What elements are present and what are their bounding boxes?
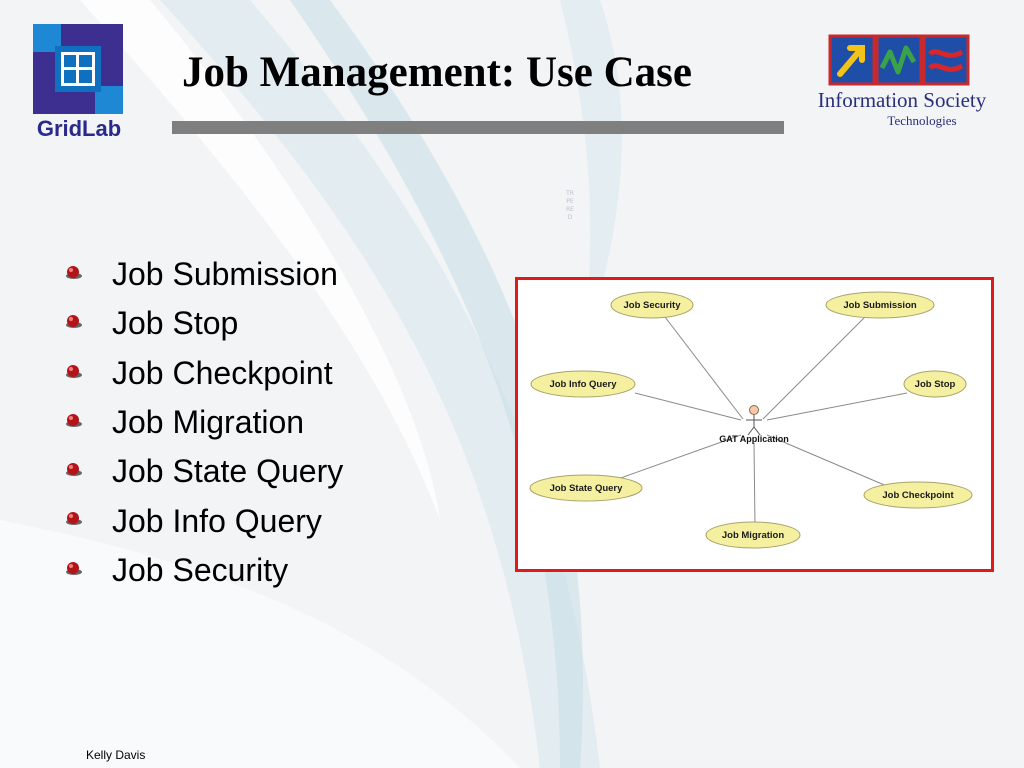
list-item: Job Migration <box>62 398 343 447</box>
bullet-text: Job Info Query <box>112 502 322 539</box>
use-case-job-checkpoint: Job Checkpoint <box>863 481 973 509</box>
bullet-list: Job Submission Job Stop Job Checkpoint J… <box>62 250 343 595</box>
red-ball-bullet-icon <box>66 266 82 279</box>
use-case-label: Job State Query <box>550 483 624 494</box>
list-item: Job State Query <box>62 447 343 496</box>
use-case-job-stop: Job Stop <box>903 370 967 398</box>
red-ball-bullet-icon <box>66 413 82 427</box>
association-lines <box>614 316 908 528</box>
list-item: Job Checkpoint <box>62 349 343 398</box>
use-case-label: Job Info Query <box>549 379 617 390</box>
use-case-job-migration: Job Migration <box>705 521 801 549</box>
list-item: Job Security <box>62 546 343 595</box>
use-case-label: Job Security <box>623 300 681 311</box>
use-case-diagram: GAT Application Job Security Job Submiss… <box>515 277 994 572</box>
ist-logo-icons <box>828 34 970 86</box>
use-case-job-security: Job Security <box>610 291 694 319</box>
footer-author: Kelly Davis <box>86 748 146 762</box>
bullet-text: Job State Query <box>112 453 344 490</box>
page-title: Job Management: Use Case <box>182 49 692 96</box>
list-item: Job Submission <box>62 250 343 299</box>
ist-logo: Information Society Technologies <box>804 30 1000 130</box>
use-case-job-state-query: Job State Query <box>529 474 643 502</box>
bullet-text: Job Submission <box>112 256 338 293</box>
bullet-text: Job Checkpoint <box>112 354 333 391</box>
gridlab-logo: GridLab <box>28 24 130 141</box>
red-ball-bullet-icon <box>66 512 82 526</box>
gridlab-logo-mark <box>33 24 123 114</box>
actor-label: GAT Application <box>719 434 789 444</box>
use-case-job-submission: Job Submission <box>825 291 935 319</box>
list-item: Job Stop <box>62 299 343 348</box>
bullet-text: Job Migration <box>112 404 305 441</box>
watermark-text: TRPERED <box>566 190 574 221</box>
bullet-text: Job Security <box>112 551 289 588</box>
list-item: Job Info Query <box>62 496 343 545</box>
red-ball-bullet-icon <box>66 315 82 329</box>
red-ball-bullet-icon <box>66 561 82 575</box>
use-case-label: Job Checkpoint <box>882 490 954 501</box>
ist-logo-title: Information Society <box>817 88 987 112</box>
ist-logo-subtitle: Technologies <box>887 113 957 128</box>
bullet-text: Job Stop <box>112 305 239 342</box>
gridlab-logo-text: GridLab <box>36 116 122 141</box>
title-underline-bar <box>172 121 784 134</box>
red-ball-bullet-icon <box>66 364 82 378</box>
actor-stick-figure-icon <box>746 405 762 436</box>
use-case-job-info-query: Job Info Query <box>530 370 636 398</box>
use-case-label: Job Migration <box>722 530 784 541</box>
red-ball-bullet-icon <box>66 463 82 477</box>
use-case-label: Job Stop <box>915 379 956 390</box>
use-case-label: Job Submission <box>843 300 917 311</box>
